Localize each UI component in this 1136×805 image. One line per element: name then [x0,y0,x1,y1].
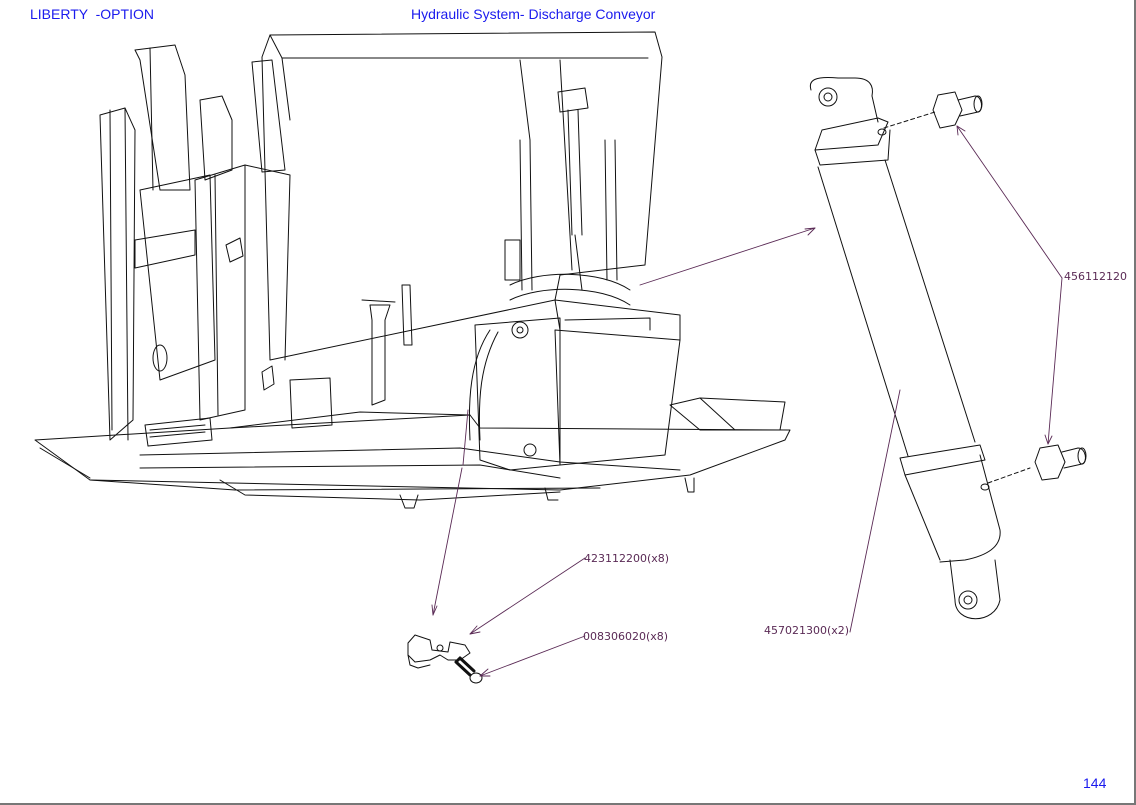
callout-456112120: 456112120 [1064,270,1127,283]
callout-457021300: 457021300(x2) [764,624,850,637]
mixer-machine-drawing [34,31,791,509]
hose-clamp-drawing [407,634,471,669]
hydraulic-cylinder-drawing [809,77,1031,620]
page-number: 144 [1083,775,1107,791]
hydraulic-fitting-upper [932,91,983,129]
header-center-title: Hydraulic System- Discharge Conveyor [411,6,656,22]
hydraulic-fitting-lower [1034,444,1087,481]
callout-008306020: 008306020(x8) [583,630,669,643]
bolt-drawing [454,656,483,684]
leader-lines [431,125,1063,677]
header-left-title: LIBERTY -OPTION [30,6,154,22]
callout-423112200: 423112200(x8) [584,552,670,565]
